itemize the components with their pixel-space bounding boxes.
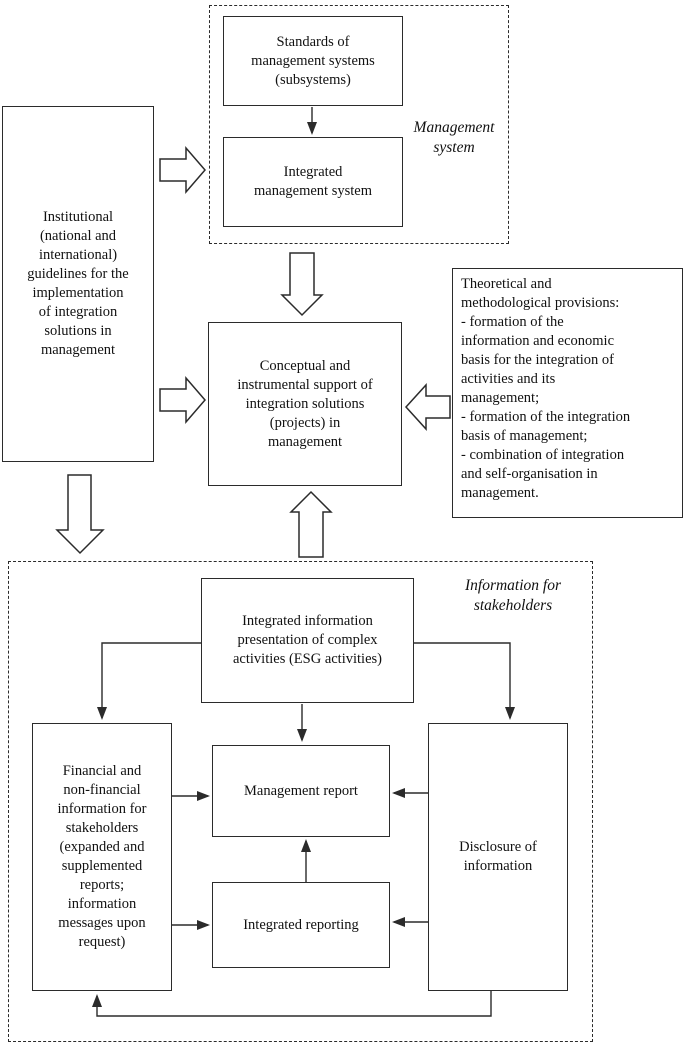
arrow-esg-to-financial	[97, 642, 201, 720]
information-for-stakeholders-label: Information for stakeholders	[464, 577, 562, 614]
theoretical-provisions-box: Theoretical and methodological provision…	[452, 268, 683, 518]
block-arrow-stakeholders-to-central	[289, 490, 333, 558]
financial-information-box: Financial and non-financial information …	[32, 723, 172, 991]
arrow-disclosure-feedback-to-financial	[92, 991, 492, 1017]
integrated-reporting-text: Integrated reporting	[243, 916, 359, 933]
management-system-label: Management system	[413, 119, 495, 156]
disclosure-text: Disclosure of information	[459, 839, 537, 874]
integrated-management-system-text: Integrated management system	[254, 164, 372, 199]
standards-box: Standards of management systems (subsyst…	[223, 16, 403, 106]
institutional-box-text: Institutional (national and internationa…	[27, 209, 129, 358]
integrated-management-system-box: Integrated management system	[223, 137, 403, 227]
financial-information-text: Financial and non-financial information …	[57, 763, 147, 950]
institutional-box: Institutional (national and internationa…	[2, 106, 154, 462]
arrow-esg-to-disclosure	[414, 642, 515, 720]
integrated-reporting-box: Integrated reporting	[212, 882, 390, 968]
standards-box-text: Standards of management systems (subsyst…	[251, 33, 375, 88]
esg-presentation-box: Integrated information presentation of c…	[201, 578, 414, 703]
block-arrow-institutional-to-stakeholders	[55, 474, 105, 555]
block-arrow-institutional-to-central	[159, 375, 206, 425]
management-report-box: Management report	[212, 745, 390, 837]
information-for-stakeholders-group	[8, 561, 593, 1042]
block-arrow-institutional-to-management-system	[159, 145, 206, 195]
central-support-box-text: Conceptual and instrumental support of i…	[237, 357, 373, 450]
esg-presentation-text: Integrated information presentation of c…	[233, 613, 382, 667]
management-report-text: Management report	[244, 782, 358, 799]
disclosure-box: Disclosure of information	[428, 723, 568, 991]
block-arrow-theoretical-to-central	[404, 383, 451, 431]
central-support-box: Conceptual and instrumental support of i…	[208, 322, 402, 486]
theoretical-provisions-text: Theoretical and methodological provision…	[461, 276, 631, 501]
management-system-group	[209, 5, 509, 244]
block-arrow-management-system-to-central	[280, 252, 324, 317]
